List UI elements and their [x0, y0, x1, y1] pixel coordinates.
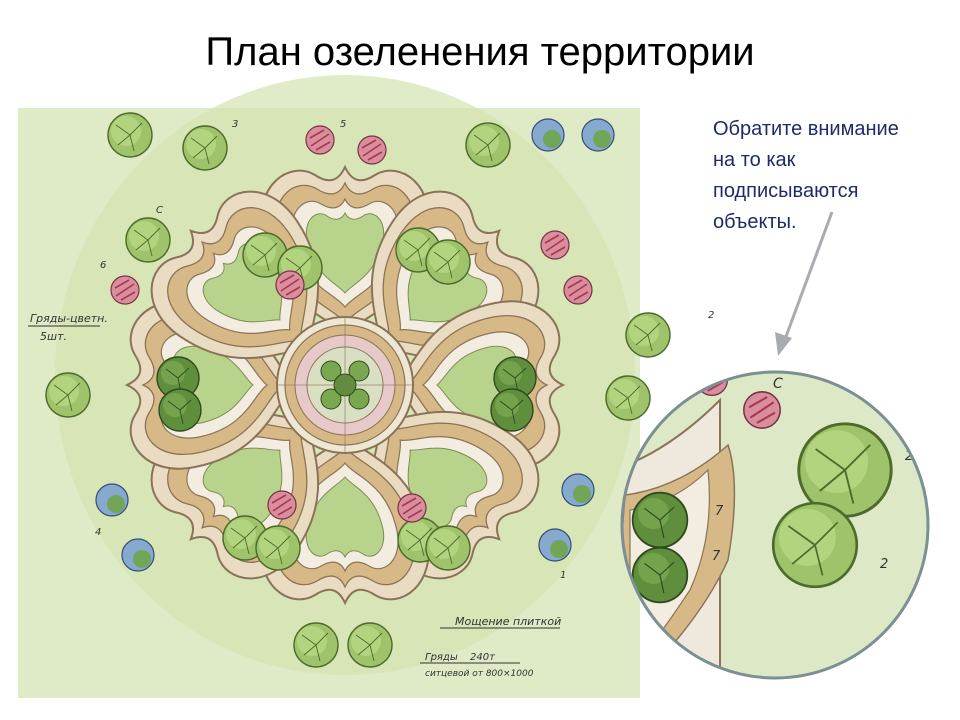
lens-shrub-letter: С: [773, 376, 783, 392]
beds-sub-label: ситцевой от 800×1000: [425, 669, 534, 679]
flowerbed-qty-label: 5шт.: [40, 330, 67, 343]
annotation-note: Обратите внимание на то как подписываютс…: [713, 114, 953, 238]
slide-title: План озеленения территории: [205, 30, 755, 74]
rosette-pattern: [126, 166, 564, 604]
note-line-4: объекты.: [713, 211, 797, 233]
tree-number-3: 3: [232, 119, 238, 130]
paving-label: Мощение плиткой: [455, 615, 561, 628]
note-line-2: на то как: [713, 149, 796, 171]
magnifier-lens: С 7 7 2 2: [620, 370, 930, 680]
plan-labels: Гряды-цветн. 5шт. Мощение плиткой Гряды …: [28, 119, 714, 679]
lens-tree-number-2a: 2: [905, 449, 913, 464]
tree-number-5: 5: [340, 119, 346, 130]
tree-number-4: 4: [95, 527, 101, 538]
tree-number-6: 6: [100, 260, 106, 271]
flowerbed-label: Гряды-цветн.: [30, 312, 108, 325]
beds-label: Гряды: [425, 652, 458, 663]
lens-tree-number-2b: 2: [880, 557, 888, 572]
beds-dim-label: 240т: [470, 652, 496, 663]
tree-number-2: 2: [708, 310, 714, 321]
lens-tree-number-7a: 7: [715, 504, 724, 519]
tree-number-1: 1: [560, 570, 566, 581]
note-line-3: подписываются: [713, 180, 859, 202]
pointer-arrow: [775, 211, 834, 356]
lens-tree-number-7b: 7: [712, 549, 721, 564]
note-line-1: Обратите внимание: [713, 118, 899, 140]
shrub-letter-label: С: [156, 205, 163, 216]
